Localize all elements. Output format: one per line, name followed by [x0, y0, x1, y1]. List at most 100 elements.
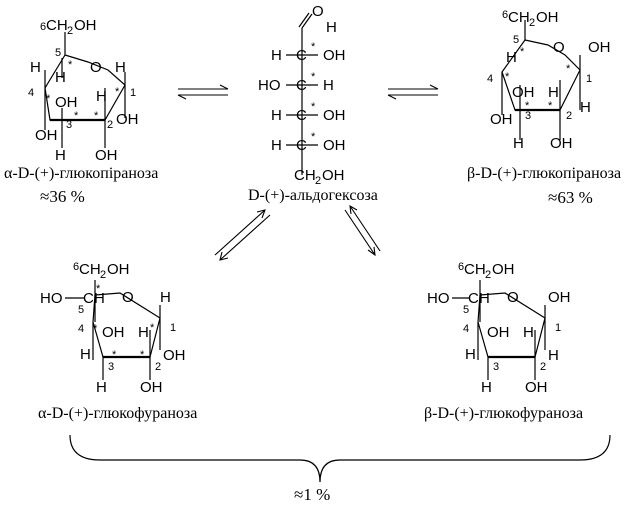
beta-pyr-ring-o: O — [553, 39, 565, 56]
beta-pyr-c3-num: 3 — [525, 110, 531, 122]
alpha-fur-c5-num: 5 — [78, 304, 84, 316]
alpha-fur-star-c1: * — [150, 322, 155, 334]
alpha-pyr-c1-num: 1 — [130, 87, 136, 99]
beta-fur-c3-oh: OH — [487, 324, 510, 341]
alpha-pyr-c4-num: 4 — [28, 87, 34, 99]
beta-fur-c4-h: H — [465, 346, 476, 363]
alpha-pyr-star-c1: * — [115, 86, 120, 98]
chain-c2-h: H — [271, 47, 282, 64]
beta-pyr-ch2-oh: OH — [536, 9, 559, 26]
equilibrium-arrow-left — [177, 84, 229, 100]
beta-pyr-ch2-label: CH — [508, 9, 530, 26]
alpha-fur-c2-num: 2 — [155, 361, 161, 373]
alpha-fur-ch2-label: CH — [79, 261, 101, 278]
alpha-pyr-c6-num: 6 — [40, 21, 46, 33]
beta-pyr-star-c1: * — [566, 63, 571, 75]
beta-fur-c1-oh: OH — [548, 289, 571, 306]
alpha-fur-c1-h: H — [160, 289, 171, 306]
beta-pyranose-name: β-D-(+)-глюкопіраноза — [467, 165, 621, 182]
alpha-fur-c2-oh: OH — [140, 379, 163, 396]
alpha-fur-star-c4: * — [93, 323, 98, 335]
beta-pyr-c3-oh: OH — [512, 84, 535, 101]
chain-c3-ho: HO — [258, 77, 281, 94]
alpha-fur-star-c2: * — [140, 349, 145, 361]
chain-ch2-sub: 2 — [315, 175, 321, 187]
beta-fur-c5-num: 5 — [463, 304, 469, 316]
beta-fur-c4-num: 4 — [463, 323, 469, 335]
alpha-fur-c3-num: 3 — [108, 361, 114, 373]
alpha-pyr-c5-num: 5 — [55, 47, 61, 59]
alpha-pyranose-percent: ≈36 % — [40, 187, 85, 206]
beta-furanose-name: β-D-(+)-глюкофураноза — [424, 405, 583, 422]
alpha-fur-star-c3: * — [112, 349, 117, 361]
beta-pyr-c4-num: 4 — [487, 73, 493, 85]
alpha-pyr-star-c3: * — [74, 110, 79, 122]
chain-c5: C — [296, 137, 307, 154]
beta-pyranose-structure: 6 CH 2 OH 5 O OH H 4 * 1 OH H H 3 2 OH H… — [487, 9, 611, 152]
alpha-fur-c4-h: H — [80, 346, 91, 363]
aldehyde-name: D-(+)-альдогексоза — [248, 187, 378, 204]
beta-pyr-c2-num: 2 — [566, 110, 572, 122]
alpha-pyr-c1-oh: OH — [116, 111, 139, 128]
chain-c5-h: H — [271, 137, 282, 154]
beta-pyr-c2-h: H — [548, 84, 559, 101]
chain-star-c5: * — [311, 131, 316, 143]
chain-c2-oh: OH — [323, 47, 346, 64]
alpha-fur-ch2-oh: OH — [107, 261, 130, 278]
alpha-furanose-structure: 6 CH 2 OH HO C H O H 5 * 4 * OH H * 1 H … — [40, 261, 186, 396]
alpha-fur-c1-num: 1 — [170, 322, 176, 334]
beta-pyr-ch2-sub: 2 — [529, 17, 535, 29]
beta-pyr-c6-num: 6 — [502, 9, 508, 21]
beta-fur-c2-num: 2 — [540, 361, 546, 373]
alpha-furanose-name: α-D-(+)-глюкофураноза — [38, 405, 197, 422]
beta-pyr-c3-h: H — [513, 135, 524, 152]
beta-fur-ch2-oh: OH — [492, 261, 515, 278]
beta-fur-c2-oh: OH — [525, 379, 548, 396]
alpha-fur-c5-ho: HO — [40, 290, 63, 307]
alpha-pyranose-structure: 6 CH 2 OH 5 O H H H 4 OH H 1 3 2 OH OH H… — [28, 17, 139, 164]
alpha-pyr-c4-oh: OH — [35, 127, 58, 144]
chain-star-c4: * — [311, 101, 316, 113]
alpha-fur-c4-num: 4 — [78, 323, 84, 335]
beta-fur-c2-h: H — [523, 324, 534, 341]
alpha-fur-c5-ch-c: C — [83, 290, 94, 307]
chain-c2: C — [296, 47, 307, 64]
alpha-pyr-c5-h: H — [55, 69, 66, 86]
alpha-pyr-ch2-label: CH — [46, 17, 68, 34]
aldehyde-o: O — [312, 3, 324, 20]
alpha-pyr-c3-h: H — [55, 147, 66, 164]
beta-fur-c1-h: H — [548, 347, 559, 364]
alpha-pyr-star-c5: * — [68, 59, 73, 71]
beta-fur-ch2-label: CH — [464, 261, 486, 278]
furanose-total-percent: ≈1 % — [294, 485, 330, 504]
alpha-pyr-c1-h: H — [115, 59, 126, 76]
beta-fur-c1-num: 1 — [555, 322, 561, 334]
alpha-fur-c2-h: H — [138, 324, 149, 341]
alpha-fur-c3-oh: OH — [102, 324, 125, 341]
alpha-fur-star-c5: * — [96, 283, 101, 295]
alpha-pyr-c2-oh: OH — [95, 147, 118, 164]
chain-c3: C — [296, 77, 307, 94]
beta-fur-c3-h: H — [481, 379, 492, 396]
alpha-pyr-c2-h: H — [96, 88, 107, 105]
alpha-pyr-c4-h: H — [30, 59, 41, 76]
beta-fur-ch2-sub: 2 — [485, 269, 491, 281]
chain-ch2-label: CH — [294, 167, 316, 184]
alpha-pyranose-name: α-D-(+)-глюкопіраноза — [4, 165, 158, 182]
beta-pyr-c2-oh: OH — [550, 135, 573, 152]
alpha-pyr-ring-o: O — [90, 59, 102, 76]
beta-pyr-star-c2: * — [548, 100, 553, 112]
beta-pyr-c5-num: 5 — [513, 34, 519, 46]
alpha-fur-c6-num: 6 — [73, 261, 79, 273]
alpha-fur-c1-oh: OH — [163, 347, 186, 364]
beta-pyr-c1-h: H — [580, 99, 591, 116]
alpha-fur-c5-ch-h: H — [94, 290, 105, 307]
beta-pyr-star-c5: * — [520, 46, 525, 58]
beta-furanose-structure: 6 CH 2 OH HO C H O OH 5 4 OH H 1 H H 3 2… — [427, 261, 571, 396]
beta-fur-c5-ho: HO — [427, 290, 450, 307]
beta-pyr-star-c3: * — [525, 100, 530, 112]
alpha-pyr-ch2-oh: OH — [74, 17, 97, 34]
beta-pyr-c4-oh: OH — [490, 111, 513, 128]
aldehyde-h: H — [326, 19, 337, 36]
